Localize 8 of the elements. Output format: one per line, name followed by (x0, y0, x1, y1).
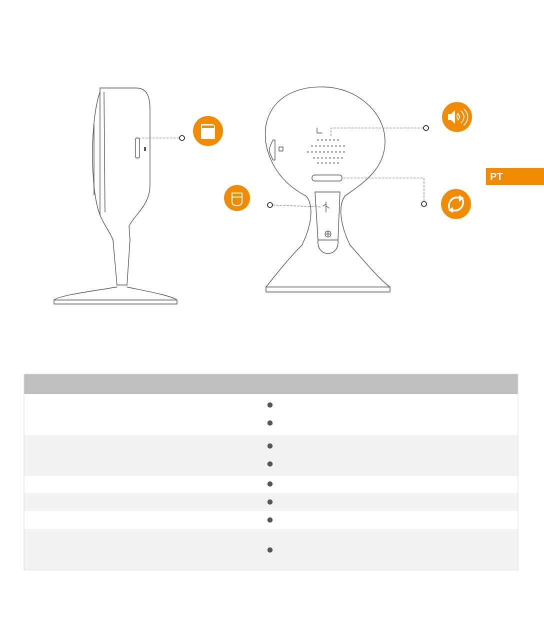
card-slot (135, 138, 140, 158)
speaker-grille (307, 139, 345, 164)
leader-line (342, 178, 424, 202)
leader-line (272, 204, 322, 208)
usb-port (322, 202, 330, 212)
language-tab: PT (486, 168, 544, 185)
reset-button (312, 174, 342, 182)
leader-line (330, 128, 424, 138)
